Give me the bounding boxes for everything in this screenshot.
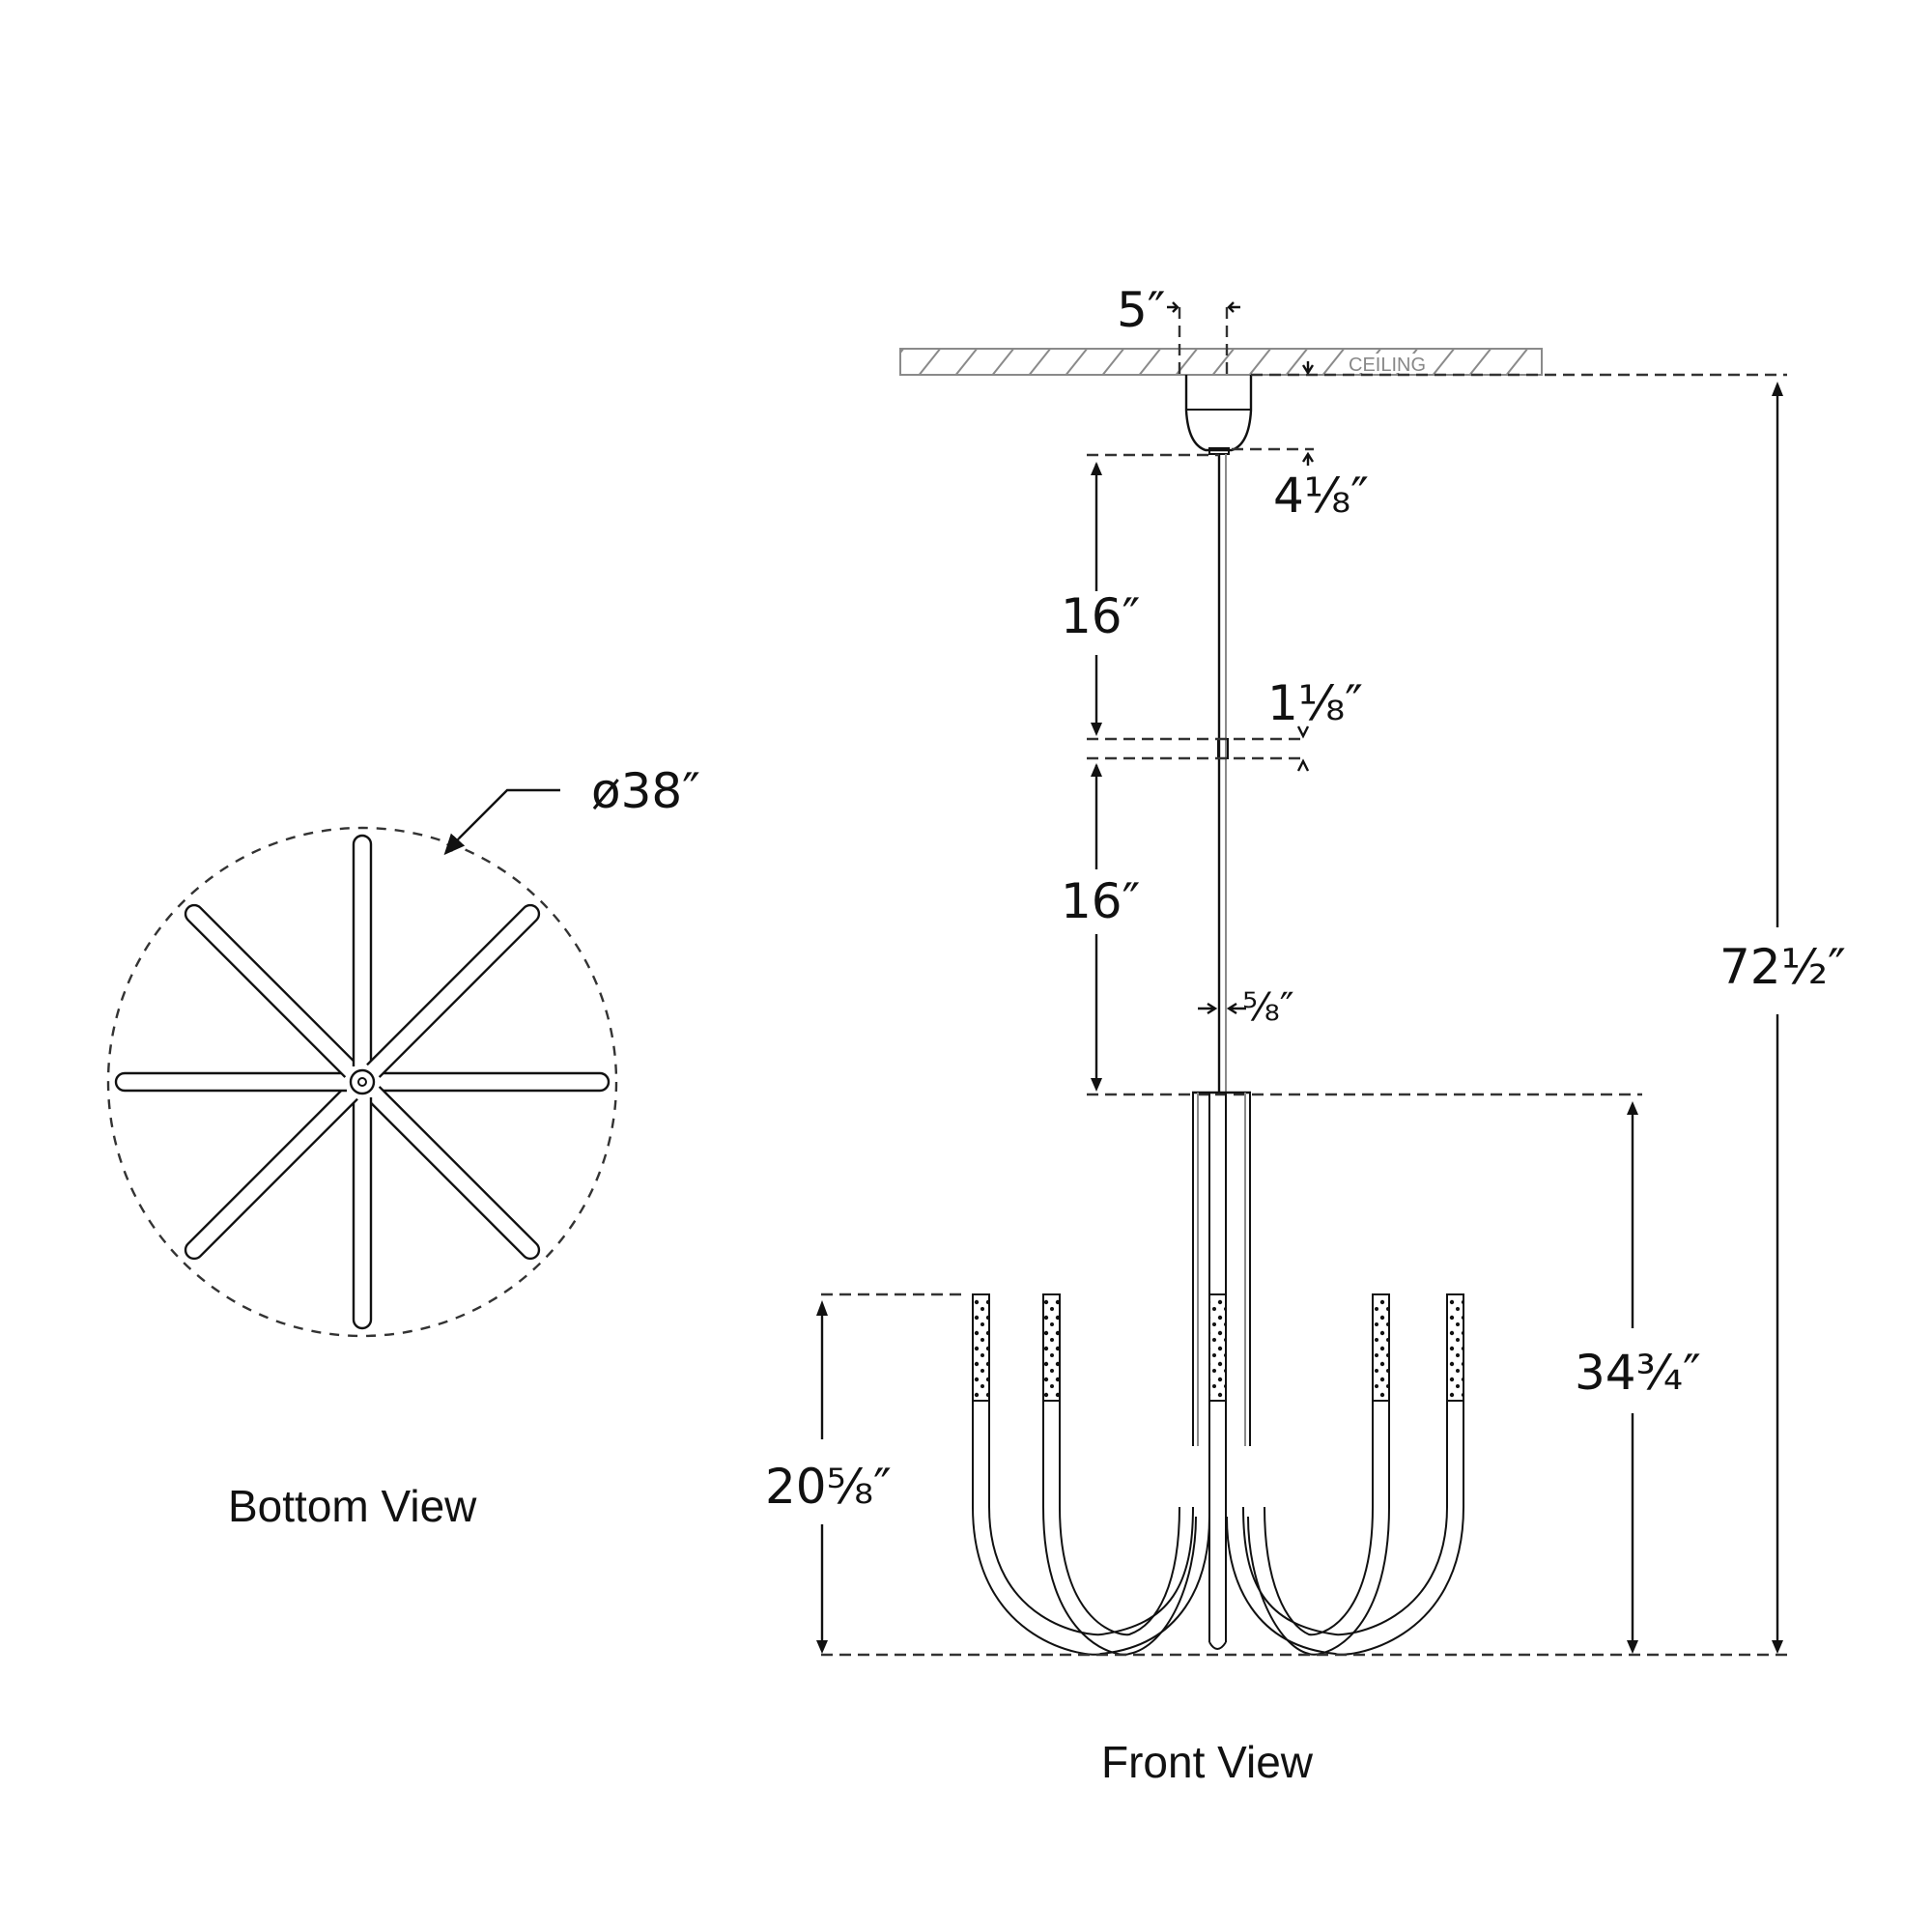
front-arms (972, 1293, 1464, 1656)
bottom-arm (352, 834, 373, 1066)
center-hub (349, 1068, 376, 1095)
diameter-leader (458, 788, 560, 839)
front-arm (1042, 1293, 1197, 1656)
bottom-view-label: Bottom View (228, 1481, 477, 1531)
bottom-arm (114, 1071, 347, 1093)
bottom-arms (114, 834, 611, 1330)
bottom-arm (352, 1097, 373, 1330)
canopy-height-label: 4⅛″ (1273, 468, 1369, 524)
body-height-label: 34¾″ (1575, 1345, 1701, 1401)
diameter-circle (106, 826, 618, 1338)
bottom-arm (366, 1086, 541, 1261)
ceiling (899, 348, 1543, 376)
ceiling-label: CEILING (1349, 355, 1426, 376)
diameter-label: ø38″ (591, 763, 700, 819)
canopy (1184, 375, 1253, 452)
stem-diameter-label: ⅝″ (1242, 985, 1294, 1030)
bottom-view: ø38″ Bottom View (106, 763, 700, 1531)
bottom-arm (184, 1086, 358, 1261)
bottom-arm (184, 903, 358, 1078)
front-arm (972, 1293, 1210, 1656)
candle-sleeve (1208, 1293, 1227, 1402)
candle-sleeve (1446, 1293, 1464, 1402)
candle-sleeve (972, 1293, 990, 1402)
front-view-label: Front View (1101, 1737, 1314, 1787)
front-view: CEILING 5″ 4⅛″ (765, 282, 1846, 1787)
coupler-label: 1⅛″ (1267, 675, 1363, 731)
front-arm (1247, 1293, 1390, 1656)
arm-height-label: 20⅝″ (765, 1459, 892, 1515)
candle-sleeve (1372, 1293, 1390, 1402)
canopy-width-label: 5″ (1117, 282, 1166, 338)
candle-sleeve (1042, 1293, 1061, 1402)
bottom-arm (366, 903, 541, 1078)
bottom-arm (378, 1071, 611, 1093)
overall-height-label: 72½″ (1719, 939, 1846, 995)
front-arm (1226, 1293, 1464, 1656)
stem-upper-label: 16″ (1061, 588, 1140, 644)
center-hole (357, 1077, 367, 1087)
stem-lower-label: 16″ (1061, 873, 1140, 929)
